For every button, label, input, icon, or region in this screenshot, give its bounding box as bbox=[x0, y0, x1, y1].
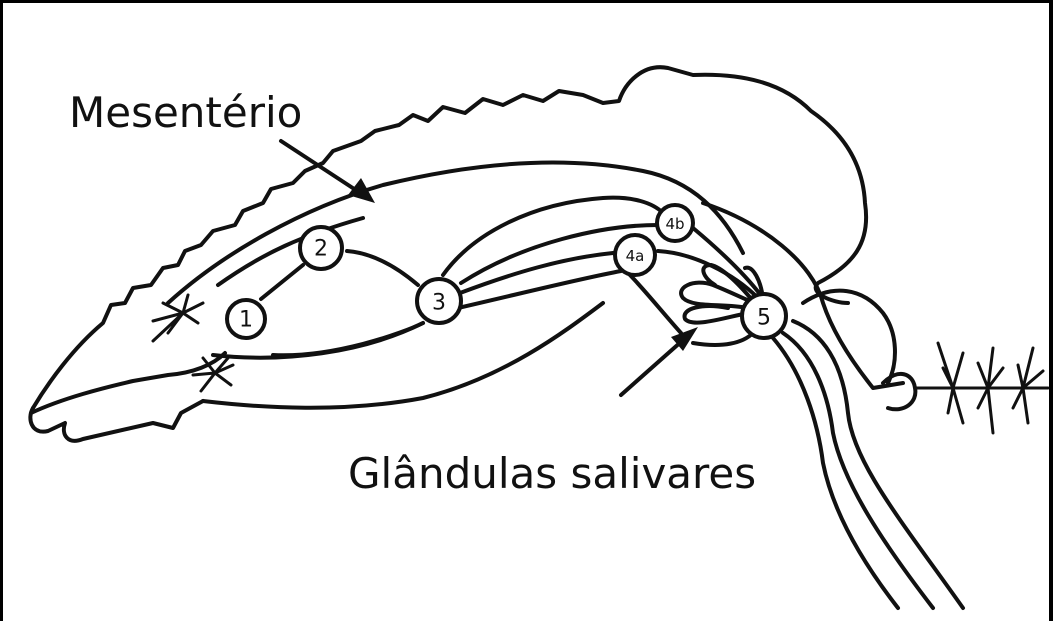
nerve-3-4a bbox=[460, 253, 613, 293]
ganglion-3-label: 3 bbox=[432, 291, 446, 316]
nerve-4a-down bbox=[628, 273, 681, 333]
nerve-1-2 bbox=[261, 265, 303, 299]
dorsal-line-1 bbox=[168, 163, 743, 303]
ganglion-5: 5 bbox=[742, 294, 786, 338]
ganglion-5-label: 5 bbox=[757, 306, 771, 331]
head-outline bbox=[30, 401, 203, 441]
leg-base bbox=[883, 374, 915, 409]
thorax-line-3 bbox=[783, 333, 933, 608]
ganglion-3: 3 bbox=[417, 279, 461, 323]
thorax-line-2 bbox=[793, 321, 963, 608]
nerve-3-lower-arc bbox=[458, 271, 621, 308]
ganglion-4a-label: 4a bbox=[626, 247, 645, 265]
gland-duct bbox=[693, 333, 753, 345]
nerve-2-3 bbox=[347, 251, 418, 285]
ganglion-4a: 4a bbox=[615, 235, 655, 275]
ganglion-4b: 4b bbox=[657, 205, 693, 241]
ganglion-2: 2 bbox=[300, 227, 342, 269]
salivary-glands-label: Glândulas salivares bbox=[348, 449, 756, 498]
thorax-line-4 bbox=[773, 338, 898, 608]
insect-nervous-system-diagram: 1 2 3 4a 4b 5 Mesentério Glândulas saliv… bbox=[3, 3, 1053, 624]
ganglion-4b-label: 4b bbox=[665, 215, 684, 233]
antennal-branches bbox=[153, 295, 203, 341]
ganglion-1-label: 1 bbox=[239, 308, 253, 333]
mesentery-label: Mesentério bbox=[69, 88, 302, 137]
ganglion-1: 1 bbox=[227, 300, 265, 338]
ganglion-2-label: 2 bbox=[314, 237, 328, 262]
leg-nerve-branches bbox=[915, 343, 1048, 433]
